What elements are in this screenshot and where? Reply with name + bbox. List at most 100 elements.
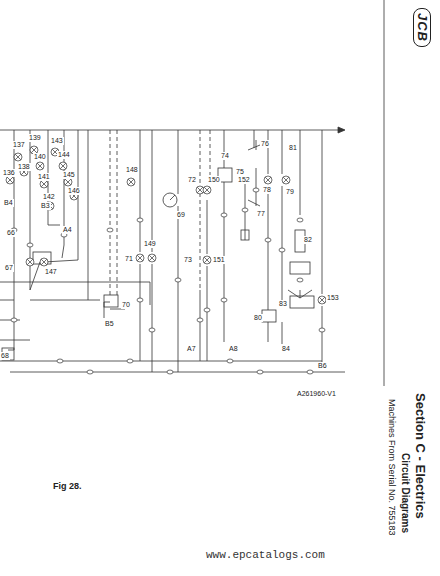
feed-wires xyxy=(140,130,178,372)
lamp-symbol xyxy=(318,296,326,304)
lamp-symbol xyxy=(282,176,290,184)
section-title: Section C - Electrics xyxy=(413,392,428,520)
callout-number: 73 xyxy=(183,256,193,264)
harness-wires xyxy=(0,282,345,372)
bus-arrow xyxy=(338,127,345,133)
callout-number: 142 xyxy=(42,193,56,201)
connector-link xyxy=(149,328,155,332)
lamp-symbol xyxy=(136,254,144,262)
callout-number: 66 xyxy=(6,229,16,237)
wire-label: B3 xyxy=(40,202,51,210)
callout-number: 146 xyxy=(67,187,81,195)
connector-link xyxy=(175,278,181,282)
gauge-needle xyxy=(170,195,175,200)
connector-link xyxy=(265,238,271,242)
lamp-symbol xyxy=(36,162,44,170)
callout-number: 72 xyxy=(187,176,197,184)
relay-contacts xyxy=(288,290,312,298)
lamp-symbol xyxy=(40,180,48,188)
callout-number: 148 xyxy=(125,166,139,174)
lamp-symbol xyxy=(26,258,34,266)
callout-number: 77 xyxy=(256,210,266,218)
lamp-wires xyxy=(14,130,88,350)
wire-label: A7 xyxy=(186,345,197,353)
callout-number: 138 xyxy=(17,163,31,171)
callout-number: 79 xyxy=(285,188,295,196)
callout-number: 144 xyxy=(57,151,71,159)
connector-link xyxy=(107,228,113,232)
callout-number: 68 xyxy=(0,352,10,360)
lamp-symbol xyxy=(59,162,67,170)
connector-link xyxy=(221,213,227,217)
lamp-symbol xyxy=(264,176,272,184)
diode-pack-symbol xyxy=(290,262,310,274)
connector-link xyxy=(11,318,17,322)
connector-link xyxy=(253,188,259,192)
callout-number: 76 xyxy=(260,140,270,148)
connector-link xyxy=(87,370,93,374)
feed-wires xyxy=(200,130,245,361)
callout-number: 81 xyxy=(288,144,298,152)
gauge-symbol xyxy=(163,193,177,207)
connector-link xyxy=(297,218,303,222)
callout-number: 150 xyxy=(207,176,221,184)
switch-symbol xyxy=(241,230,249,240)
callout-number: 83 xyxy=(278,300,288,308)
lamp-symbol xyxy=(203,186,211,194)
callout-number: 151 xyxy=(212,256,226,264)
callout-number: 84 xyxy=(281,345,291,353)
connector-link xyxy=(197,318,203,322)
connector-link xyxy=(137,298,143,302)
callout-number: 75 xyxy=(235,168,245,176)
connector-link xyxy=(257,370,263,374)
connector-link xyxy=(137,218,143,222)
frame-line xyxy=(384,0,385,386)
relay-symbol xyxy=(262,310,276,322)
wire-label: A4 xyxy=(62,226,73,234)
connector-link xyxy=(242,208,248,212)
lamp-symbol xyxy=(6,176,14,184)
wire-label: B4 xyxy=(3,199,14,207)
relay-symbol xyxy=(104,295,118,307)
connector-link xyxy=(127,359,133,363)
wire-label: A8 xyxy=(228,345,239,353)
wire-label: B6 xyxy=(317,362,328,370)
callout-number: 147 xyxy=(44,268,58,276)
watermark: www.epcatalogs.com xyxy=(205,549,326,562)
callout-number: 140 xyxy=(33,153,47,161)
callout-number: 71 xyxy=(124,255,134,263)
connector-link xyxy=(221,298,227,302)
callout-number: 139 xyxy=(28,134,42,142)
callout-number: 80 xyxy=(253,314,263,322)
lamp-symbol xyxy=(64,178,72,186)
feed-wires xyxy=(254,130,322,362)
relay-symbol xyxy=(290,296,314,308)
lamp-symbol xyxy=(127,178,135,186)
connector-link xyxy=(57,359,63,363)
wire-label: B5 xyxy=(104,320,115,328)
callout-number: 82 xyxy=(303,236,313,244)
section-subtitle: Circuit Diagrams xyxy=(399,452,411,534)
callout-number: 137 xyxy=(12,141,26,149)
connector-link xyxy=(279,248,285,252)
callout-number: 78 xyxy=(262,186,272,194)
callout-number: 153 xyxy=(326,294,340,302)
connector-link xyxy=(319,328,325,332)
switch-contacts xyxy=(248,140,260,206)
lamp-returns xyxy=(8,225,78,350)
lamp-symbol xyxy=(203,256,211,264)
brand-logo: JCB xyxy=(413,8,431,47)
connector-link xyxy=(204,308,210,312)
callout-number: 141 xyxy=(37,173,51,181)
callout-number: 74 xyxy=(220,152,230,160)
lamp-symbol xyxy=(148,254,156,262)
callout-number: 136 xyxy=(2,169,16,177)
callout-number: 70 xyxy=(121,301,131,309)
callout-number: 152 xyxy=(237,176,251,184)
relay-wires xyxy=(104,302,282,344)
left-wires xyxy=(0,300,30,340)
callout-number: 67 xyxy=(4,264,14,272)
callout-number: 149 xyxy=(143,240,157,248)
figure-caption: Fig 28. xyxy=(52,481,83,492)
